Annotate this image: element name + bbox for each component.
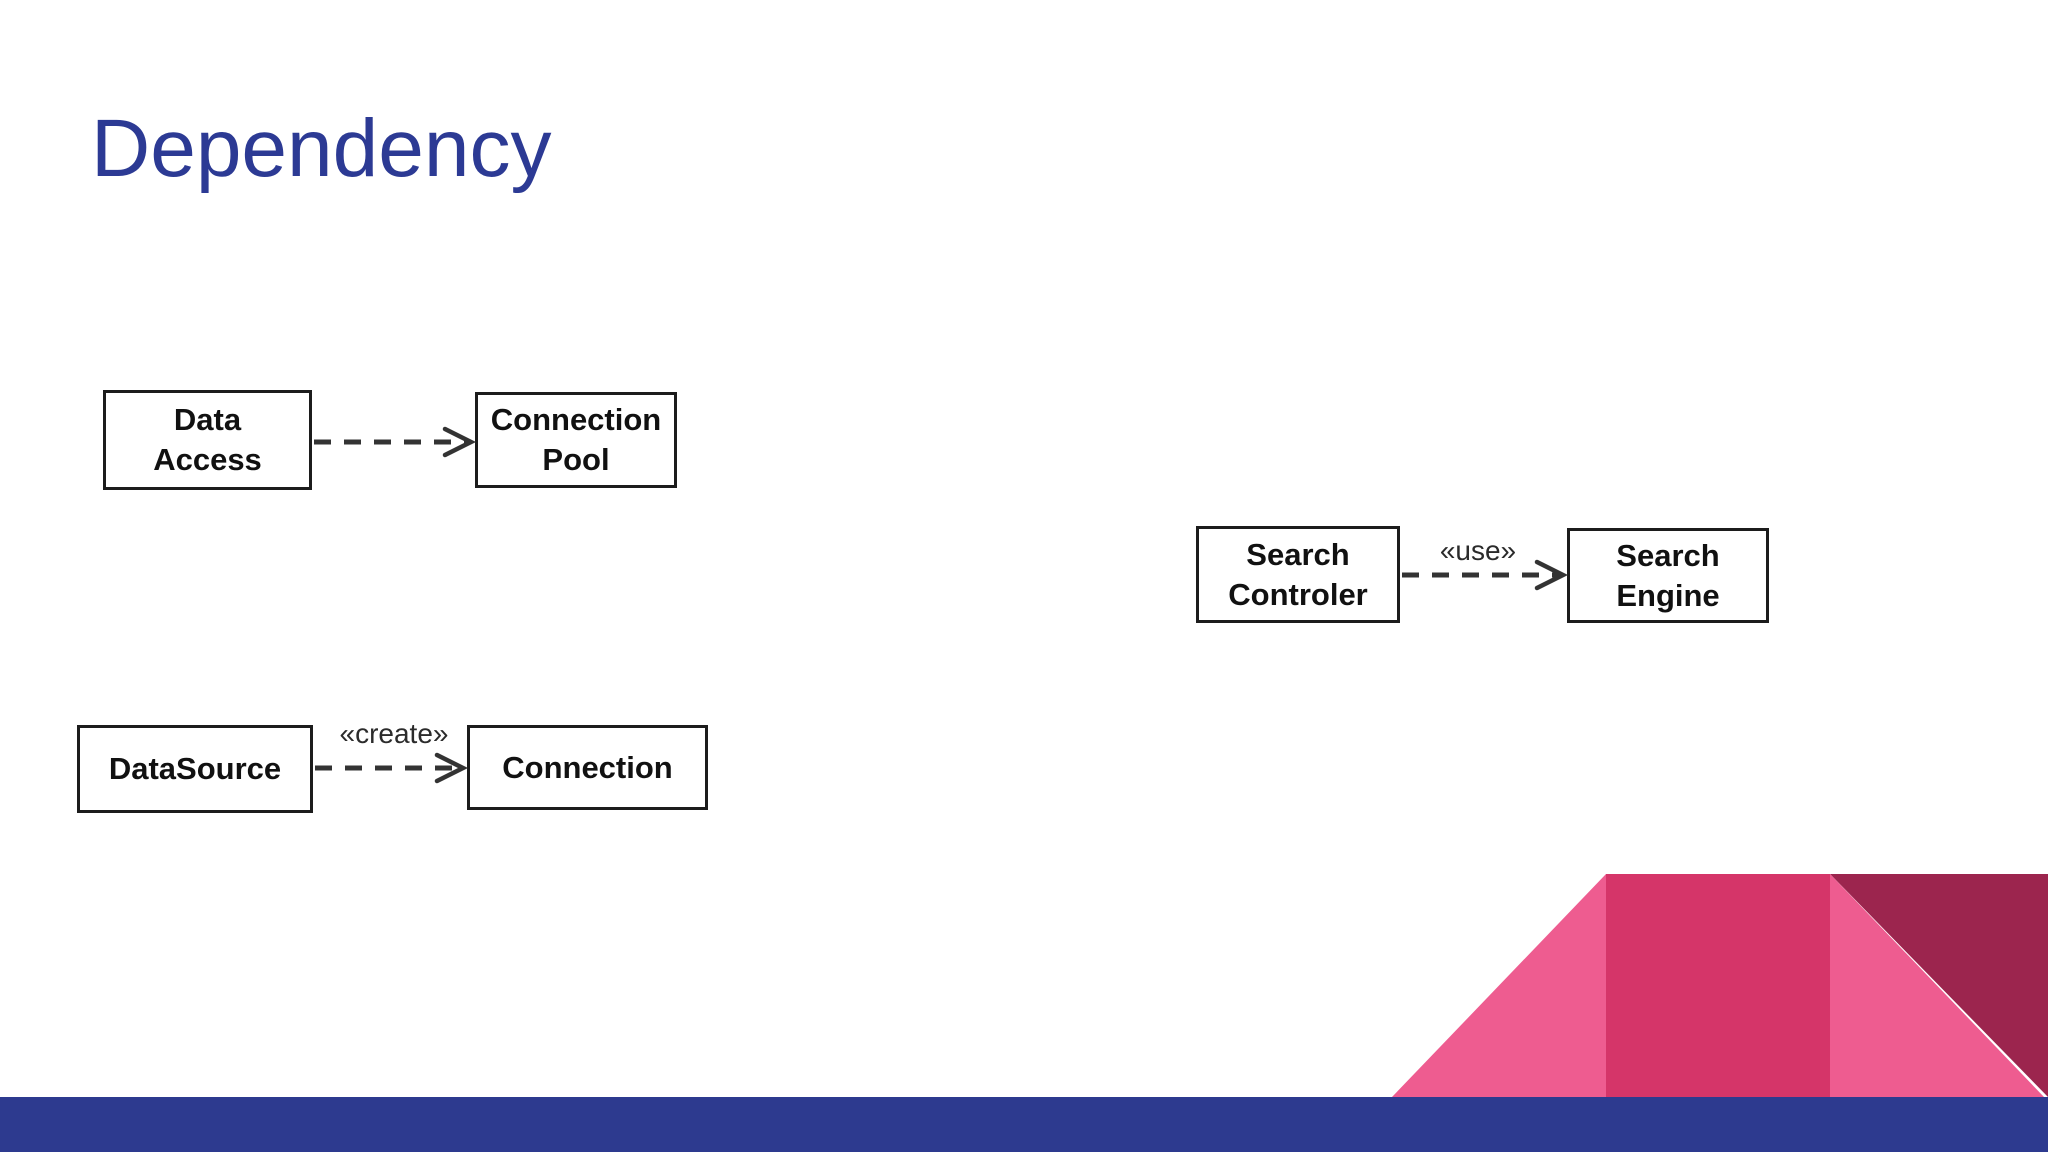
uml-class-label: Connection Pool	[490, 402, 662, 477]
uml-class-label: DataSource	[108, 751, 282, 786]
uml-class-box-search-engine: Search Engine	[1567, 528, 1769, 623]
uml-class-box-data-access: Data Access	[103, 390, 312, 490]
decor-rose-rectangle	[1606, 874, 1830, 1097]
uml-class-label: Connection	[502, 749, 673, 785]
uml-class-box-connection-pool: Connection Pool	[475, 392, 677, 488]
page-title: Dependency	[91, 103, 552, 194]
stereotype-create-label: «create»	[339, 718, 449, 749]
uml-class-box-datasource: DataSource	[77, 725, 313, 813]
uml-class-label: Search Engine	[1616, 537, 1720, 613]
uml-class-box-connection: Connection	[467, 725, 708, 810]
decor-right-pink-triangle	[1830, 874, 2044, 1097]
stereotype-use-label: «use»	[1439, 535, 1517, 566]
footer-bar	[0, 1097, 2048, 1152]
uml-class-label: Search Controler	[1228, 536, 1368, 612]
decor-left-pink-triangle	[1392, 874, 1606, 1097]
uml-class-label: Data Access	[153, 402, 262, 477]
decor-maroon-triangle	[1830, 874, 2048, 1097]
uml-class-box-search-controler: Search Controler	[1196, 526, 1400, 623]
